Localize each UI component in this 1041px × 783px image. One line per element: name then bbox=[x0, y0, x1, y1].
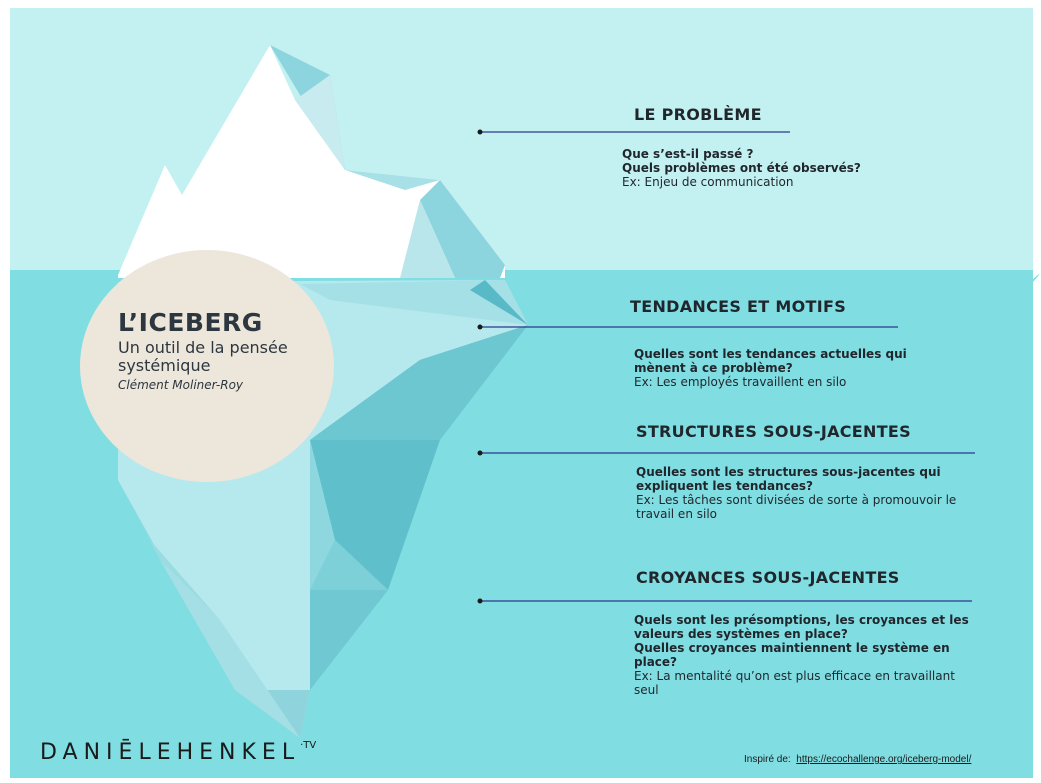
credit-label: Inspiré de: bbox=[744, 754, 791, 765]
section-example: Ex: La mentalité qu’on est plus efficace… bbox=[634, 669, 955, 697]
section-title-tendances: TENDANCES ET MOTIFS bbox=[630, 297, 847, 316]
section-title-probleme: LE PROBLÈME bbox=[634, 105, 762, 124]
iceberg-facet bbox=[160, 560, 300, 738]
iceberg-facet bbox=[310, 325, 528, 440]
section-title-structures: STRUCTURES SOUS-JACENTES bbox=[636, 422, 911, 441]
brand-suffix: ·TV bbox=[300, 740, 317, 751]
section-body-croyances: Quels sont les présomptions, les croyanc… bbox=[634, 613, 979, 697]
section-title-croyances: CROYANCES SOUS-JACENTES bbox=[636, 568, 900, 587]
connector-dot bbox=[477, 324, 483, 330]
iceberg-facet bbox=[420, 180, 505, 278]
brand-name: DANIĒLEHENKEL bbox=[40, 740, 301, 765]
iceberg-facet bbox=[295, 75, 345, 170]
connector-dot bbox=[477, 129, 483, 135]
section-question: Quelles croyances maintiennent le systèm… bbox=[634, 641, 950, 669]
iceberg-title: L’ICEBERG bbox=[118, 308, 263, 337]
iceberg-subtitle: Un outil de la pensée systémique bbox=[118, 338, 288, 375]
connector-lines bbox=[477, 129, 975, 604]
section-body-tendances: Quelles sont les tendances actuelles qui… bbox=[634, 347, 934, 389]
section-example: Ex: Les employés travaillent en silo bbox=[634, 375, 847, 389]
connector-dot bbox=[477, 598, 483, 604]
section-example: Ex: Les tâches sont divisées de sorte à … bbox=[636, 493, 957, 521]
credit-line: Inspiré de: https://ecochallenge.org/ice… bbox=[744, 754, 971, 765]
iceberg-facet bbox=[310, 590, 388, 690]
section-question: Quelles sont les tendances actuelles qui… bbox=[634, 347, 907, 375]
iceberg-facet bbox=[345, 170, 440, 190]
iceberg-facet bbox=[470, 280, 528, 325]
section-question: Quels problèmes ont été observés? bbox=[622, 161, 861, 175]
iceberg-tip bbox=[118, 45, 505, 278]
section-example: Ex: Enjeu de communication bbox=[622, 175, 794, 189]
section-body-probleme: Que s’est-il passé ? Quels problèmes ont… bbox=[622, 147, 982, 189]
title-circle bbox=[80, 250, 334, 482]
iceberg-facet bbox=[310, 540, 388, 590]
section-body-structures: Quelles sont les structures sous-jacente… bbox=[636, 465, 981, 521]
iceberg-facet bbox=[400, 200, 455, 278]
brand-logo: DANIĒLEHENKEL·TV bbox=[40, 740, 316, 765]
iceberg-author: Clément Moliner-Roy bbox=[118, 378, 244, 392]
section-question: Quels sont les présomptions, les croyanc… bbox=[634, 613, 969, 641]
credit-link[interactable]: https://ecochallenge.org/iceberg-model/ bbox=[796, 754, 972, 765]
iceberg-facet bbox=[310, 440, 440, 590]
connector-dot bbox=[477, 450, 483, 456]
iceberg-facet bbox=[300, 280, 528, 325]
section-question: Quelles sont les structures sous-jacente… bbox=[636, 465, 941, 493]
section-question: Que s’est-il passé ? bbox=[622, 147, 754, 161]
